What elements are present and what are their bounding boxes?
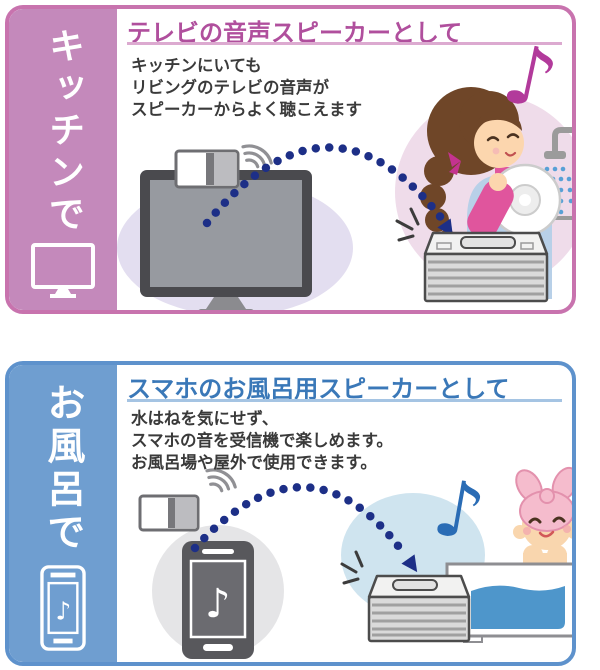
body-line: スピーカーからよく聴こえます — [131, 100, 362, 119]
kitchen-title-underline — [127, 42, 562, 45]
kitchen-side-label: キッチンで — [43, 27, 84, 237]
arrow-head-icon — [401, 554, 418, 573]
bath-transmitter-icon — [138, 494, 200, 532]
music-note-icon: ♪ — [205, 581, 231, 627]
wireless-signal-arc — [202, 143, 447, 228]
speaker-grille — [372, 603, 466, 637]
sound-emphasis-lines — [395, 207, 420, 242]
wifi-signal-icon — [205, 468, 237, 493]
kitchen-side-strip: キッチンで — [9, 9, 117, 310]
bath-side-strip: お風呂で ♪ — [9, 365, 117, 662]
kitchen-panel: キッチンで テレビの音声スピーカーとして キッチンにいても リビングのテレビの音… — [5, 5, 576, 314]
girl-in-bathtub — [513, 466, 572, 565]
music-note-icon: ♪ — [55, 596, 71, 625]
speaker-illustration — [340, 550, 471, 643]
tv-illustration — [140, 170, 312, 310]
kitchen-illustration: ♪ — [117, 26, 572, 310]
smartphone-illustration: ♪ — [182, 541, 254, 659]
bath-body-text: 水はねを気にせず、 スマホの音を受信機で楽しめます。 お風呂場や屋外で使用できま… — [131, 408, 393, 474]
hair-ribbon-icon — [448, 152, 461, 167]
tv-transmitter-icon — [174, 149, 240, 189]
wireless-signal-arc — [190, 483, 410, 560]
speaker-grille — [428, 260, 544, 296]
body-line: 水はねを気にせず、 — [131, 409, 279, 428]
bathtub — [445, 562, 572, 643]
bath-side-label: お風呂で — [41, 383, 85, 555]
speaker-illustration — [395, 207, 549, 303]
kitchen-body-text: キッチンにいても リビングのテレビの音声が スピーカーからよく聴こえます — [131, 55, 362, 121]
bath-title: スマホのお風呂用スピーカーとして — [127, 375, 510, 403]
smartphone-icon: ♪ — [40, 565, 86, 651]
bath-panel: お風呂で ♪ スマホのお風呂用スピーカーとして 水はねを気にせず、 スマホの音を… — [5, 361, 576, 666]
body-line: キッチンにいても — [131, 56, 262, 75]
body-line: スマホの音を受信機で楽しめます。 — [131, 431, 393, 450]
dish — [488, 163, 562, 237]
bath-water — [471, 585, 565, 629]
wifi-signal-icon — [241, 144, 273, 169]
body-line: リビングのテレビの音声が — [131, 78, 329, 97]
sound-emphasis-lines — [340, 550, 364, 585]
tv-icon — [31, 243, 95, 298]
bath-illustration: ♪ — [138, 463, 572, 659]
body-line: お風呂場や屋外で使用できます。 — [131, 453, 377, 472]
bath-title-underline — [127, 399, 562, 402]
